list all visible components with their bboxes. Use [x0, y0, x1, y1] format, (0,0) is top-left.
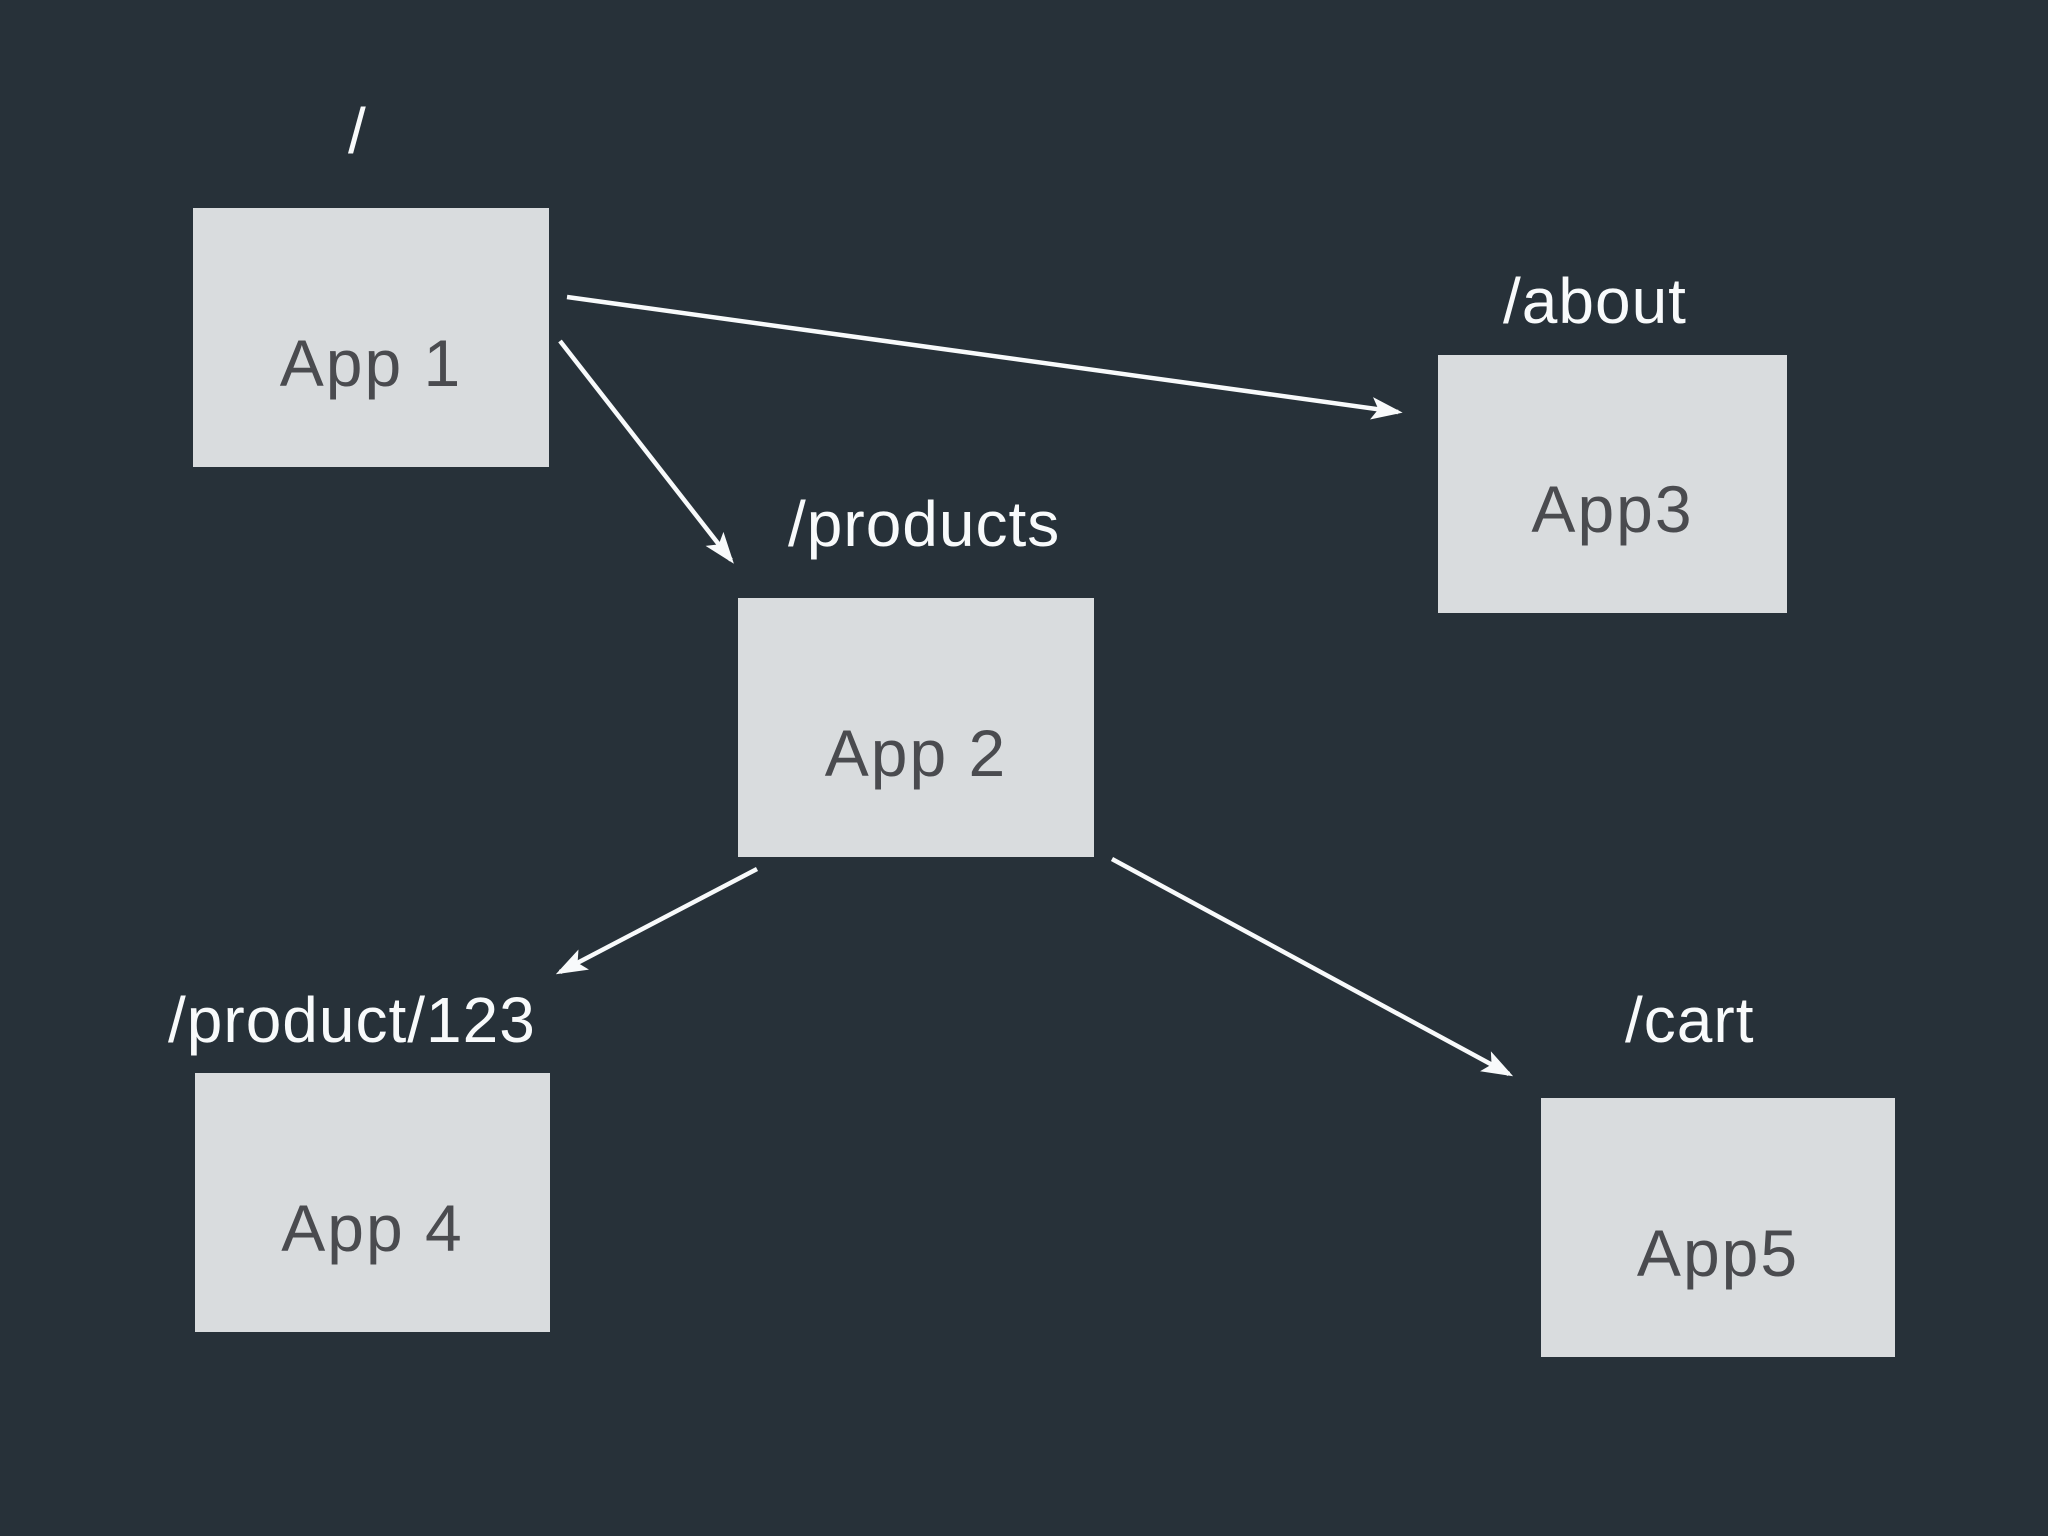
node-app4: App 4	[195, 1073, 550, 1332]
route-label-root: /	[348, 95, 367, 167]
node-app5-label: App5	[1636, 1215, 1800, 1290]
node-app3: App3	[1438, 355, 1787, 613]
node-app2: App 2	[738, 598, 1094, 857]
node-app3-label: App3	[1531, 472, 1694, 546]
edge-app2-to-app4	[555, 867, 759, 975]
edge-app1-to-app2	[558, 339, 734, 564]
node-app2-label: App 2	[824, 715, 1008, 790]
edge-app1-to-app3	[566, 294, 1403, 420]
node-app1: App 1	[193, 208, 549, 467]
edge-app2-to-app5	[1110, 857, 1514, 1077]
route-label-products: /products	[788, 488, 1061, 560]
node-app4-label: App 4	[281, 1190, 464, 1265]
route-label-about: /about	[1503, 265, 1687, 337]
node-app1-label: App 1	[279, 325, 463, 400]
route-label-cart: /cart	[1625, 984, 1755, 1056]
node-app5: App5	[1541, 1098, 1895, 1357]
route-label-product-123: /product/123	[168, 984, 536, 1056]
